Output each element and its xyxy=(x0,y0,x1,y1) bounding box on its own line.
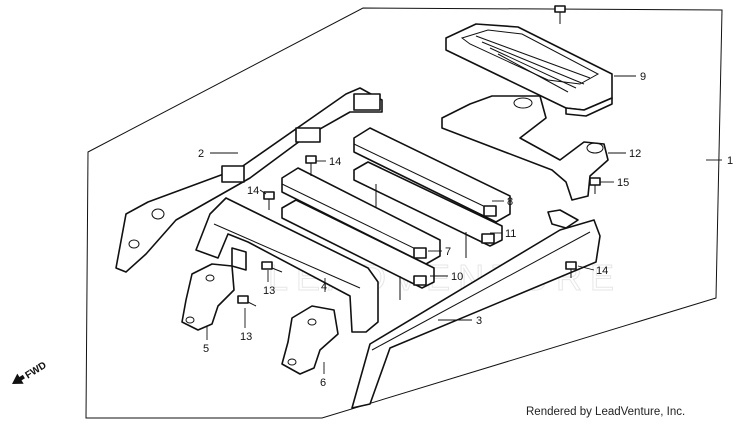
part-8-rail[interactable] xyxy=(353,127,511,223)
part-7-rail[interactable] xyxy=(281,167,441,265)
callout-4: 4 xyxy=(321,281,327,293)
callout-7: 7 xyxy=(445,246,451,258)
credit-text: Rendered by LeadVenture, Inc. xyxy=(526,406,686,418)
part-9-top-cover[interactable] xyxy=(445,23,613,117)
callout-15: 15 xyxy=(617,177,629,189)
callout-9: 9 xyxy=(640,71,646,83)
bolt-icon xyxy=(305,155,317,176)
callout-2: 2 xyxy=(198,148,204,160)
callout-6: 6 xyxy=(320,377,326,389)
leader-lines xyxy=(206,75,722,374)
bolt-icon xyxy=(263,191,275,210)
bolt-icon xyxy=(261,261,283,273)
callout-10: 10 xyxy=(451,271,463,283)
callout-3: 3 xyxy=(476,315,482,327)
callout-12: 12 xyxy=(629,148,641,160)
assembly-outline xyxy=(85,7,723,419)
bolt-icon xyxy=(589,177,601,194)
callout-13-upper: 13 xyxy=(263,285,275,297)
callout-8: 8 xyxy=(507,196,513,208)
part-3-rear-bar[interactable] xyxy=(351,209,601,409)
bolt-icon xyxy=(565,261,577,278)
forward-arrow-icon: FWD xyxy=(12,360,49,384)
bolt-icon xyxy=(237,295,257,307)
svg-text:FWD: FWD xyxy=(23,360,48,381)
callout-13-lower: 13 xyxy=(240,331,252,343)
part-10-rail[interactable] xyxy=(281,199,435,300)
part-6-bracket[interactable] xyxy=(281,305,339,375)
callout-14-upper: 14 xyxy=(329,156,341,168)
callout-11: 11 xyxy=(505,228,516,240)
bolt-icon xyxy=(554,5,566,24)
part-12-base-plate[interactable] xyxy=(441,95,609,201)
part-11-rail[interactable] xyxy=(353,161,503,258)
part-4-front-bar[interactable] xyxy=(195,197,379,333)
part-5-bracket[interactable] xyxy=(181,247,247,331)
callout-14-right: 14 xyxy=(596,265,608,277)
part-2-side-rail[interactable] xyxy=(115,87,383,273)
callout-5: 5 xyxy=(203,343,209,355)
callout-1: 1 xyxy=(727,155,733,167)
callout-14-middle: 14 xyxy=(247,185,259,197)
